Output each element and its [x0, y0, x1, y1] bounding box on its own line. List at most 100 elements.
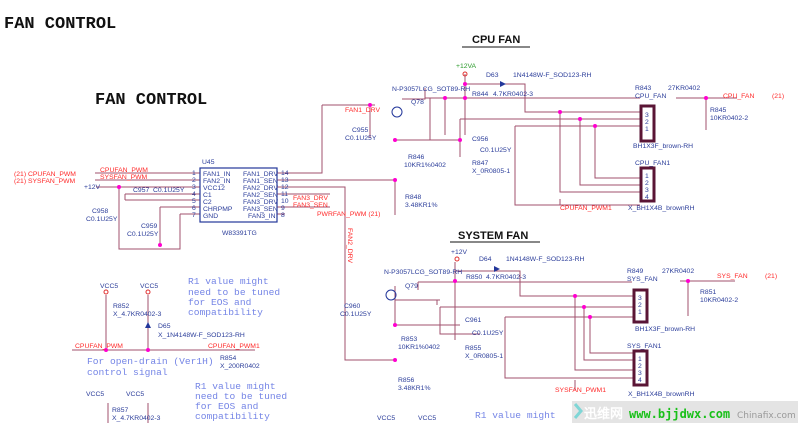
svg-text:N-P3057LCG_SOT89-RH: N-P3057LCG_SOT89-RH	[384, 269, 462, 276]
svg-text:CPUFAN_PWM1: CPUFAN_PWM1	[208, 343, 260, 350]
svg-text:control signal: control signal	[87, 367, 168, 378]
svg-text:R1 value might: R1 value might	[195, 381, 276, 392]
svg-text:R846: R846	[408, 154, 424, 161]
svg-text:X_4.7KR0402-3: X_4.7KR0402-3	[113, 311, 162, 318]
page-title: FAN CONTROL	[4, 15, 116, 34]
u45-part: W83391TG	[222, 230, 257, 237]
svg-text:GND: GND	[203, 213, 218, 220]
svg-text:10KR1%0402: 10KR1%0402	[404, 162, 446, 169]
svg-text:4.7KR0402-3: 4.7KR0402-3	[486, 274, 526, 281]
svg-text:FAN3_SEN: FAN3_SEN	[243, 206, 278, 213]
svg-text:C961: C961	[465, 317, 481, 324]
svg-text:for EOS and: for EOS and	[195, 401, 258, 412]
svg-text:C1: C1	[203, 192, 212, 199]
svg-text:for EOS and: for EOS and	[188, 297, 251, 308]
svg-text:FAN3_IN: FAN3_IN	[248, 213, 276, 220]
svg-text:3.48KR1%: 3.48KR1%	[405, 202, 438, 209]
svg-text:R857: R857	[112, 407, 128, 414]
svg-text:R856: R856	[398, 377, 414, 384]
svg-text:3.48KR1%: 3.48KR1%	[398, 385, 431, 392]
svg-text:6: 6	[192, 205, 196, 212]
svg-text:D64: D64	[479, 256, 492, 263]
svg-text:FAN1_IN: FAN1_IN	[203, 171, 231, 178]
svg-text:need to be tuned: need to be tuned	[195, 391, 287, 402]
svg-text:FAN3_DRV: FAN3_DRV	[243, 199, 278, 206]
svg-text:3: 3	[638, 370, 642, 377]
cap-ref: C960	[344, 303, 360, 310]
svg-text:X_0R0805-1: X_0R0805-1	[465, 353, 503, 360]
svg-text:3: 3	[645, 187, 649, 194]
svg-text:+12VA: +12VA	[456, 63, 477, 70]
svg-text:2: 2	[645, 119, 649, 126]
svg-text:CPUFAN_PWM1: CPUFAN_PWM1	[560, 205, 612, 212]
svg-text:R855: R855	[465, 345, 481, 352]
svg-text:X_BH1X4B_brownRH: X_BH1X4B_brownRH	[628, 205, 695, 212]
open-drain-circuit: VCC5 VCC5 R852 X_4.7KR0402-3 D65 X_1N414…	[75, 283, 436, 422]
mosfet-icon	[391, 106, 403, 118]
svg-text:D63: D63	[486, 72, 499, 79]
cap-value: C0.1U25Y	[86, 216, 118, 223]
svg-text:FAN1_DRV: FAN1_DRV	[243, 171, 278, 178]
svg-text:2: 2	[192, 177, 196, 184]
svg-text:1: 1	[645, 173, 649, 180]
design-note: R1 value might	[475, 410, 556, 421]
net-label: FAN3_SEN	[293, 202, 328, 209]
svg-text:X_BH1X4B_brownRH: X_BH1X4B_brownRH	[628, 391, 695, 398]
svg-text:1: 1	[645, 126, 649, 133]
svg-text:www.bjjdwx.com: www.bjjdwx.com	[629, 407, 730, 421]
sys-fan-circuit: +12V D64 1N4148W-F_SOD123-RH N-P3057LCG_…	[384, 249, 777, 398]
svg-text:1N4148W-F_SOD123-RH: 1N4148W-F_SOD123-RH	[513, 72, 592, 79]
sys-fan-3pin-connector	[632, 288, 649, 324]
svg-text:2: 2	[638, 302, 642, 309]
svg-text:4: 4	[645, 194, 649, 201]
svg-text:FAN2_SEN: FAN2_SEN	[243, 192, 278, 199]
svg-text:compatibility: compatibility	[195, 411, 270, 422]
svg-text:X_200R0402: X_200R0402	[220, 363, 260, 370]
svg-text:CPU_FAN1: CPU_FAN1	[635, 160, 670, 167]
svg-text:10KR0402-2: 10KR0402-2	[710, 115, 748, 122]
net-label: SYSFAN_PWM	[100, 174, 148, 181]
cap-value: C0.1U25Y	[340, 311, 372, 318]
svg-text:C0.1U25Y: C0.1U25Y	[472, 330, 504, 337]
svg-text:SYSFAN_PWM1: SYSFAN_PWM1	[555, 387, 606, 394]
svg-text:2: 2	[638, 363, 642, 370]
svg-text:VCC5: VCC5	[86, 391, 104, 398]
svg-text:R844: R844	[472, 91, 488, 98]
svg-text:4.7KR0402-3: 4.7KR0402-3	[493, 91, 533, 98]
svg-text:C956: C956	[472, 136, 488, 143]
svg-text:R853: R853	[401, 336, 417, 343]
svg-text:VCC5: VCC5	[418, 415, 436, 422]
svg-text:4: 4	[192, 191, 196, 198]
sys-fan-4pin-connector	[632, 349, 649, 387]
svg-text:R843: R843	[635, 85, 651, 92]
svg-text:FAN1_SEN: FAN1_SEN	[243, 178, 278, 185]
svg-text:10: 10	[281, 198, 289, 205]
cap-value: C0.1U25Y	[153, 187, 185, 194]
svg-text:5: 5	[192, 198, 196, 205]
svg-text:(21): (21)	[772, 93, 784, 100]
svg-text:R848: R848	[405, 194, 421, 201]
u45-chip[interactable]	[199, 167, 278, 223]
svg-text:10KR1%0402: 10KR1%0402	[398, 344, 440, 351]
cpufan-pwm-port[interactable]: (21) CPUFAN_PWM	[14, 171, 76, 178]
sysfan-pwm-port[interactable]: (21) SYSFAN_PWM	[14, 178, 76, 185]
pwrfan-pwm-port[interactable]: PWRFAN_PWM (21)	[317, 211, 380, 218]
svg-text:13: 13	[281, 177, 289, 184]
svg-text:27KR0402: 27KR0402	[662, 268, 694, 275]
svg-text:3: 3	[638, 295, 642, 302]
svg-text:R854: R854	[220, 355, 236, 362]
watermark: 迅维网 www.bjjdwx.com Chinafix.com	[572, 401, 798, 423]
design-note: R1 value might need to be tuned for EOS …	[195, 381, 287, 422]
svg-text:VCC5: VCC5	[126, 391, 144, 398]
svg-text:8: 8	[281, 212, 285, 219]
svg-text:14: 14	[281, 170, 289, 177]
net-label: FAN2_DRV	[346, 228, 353, 263]
system-fan-heading: SYSTEM FAN	[458, 230, 528, 242]
svg-text:1: 1	[638, 356, 642, 363]
svg-text:10KR0402-2: 10KR0402-2	[700, 297, 738, 304]
svg-text:need to be tuned: need to be tuned	[188, 287, 280, 298]
sys-fan-port[interactable]: SYS_FAN	[717, 273, 748, 280]
cpu-fan-port[interactable]: CPU_FAN	[723, 93, 754, 100]
